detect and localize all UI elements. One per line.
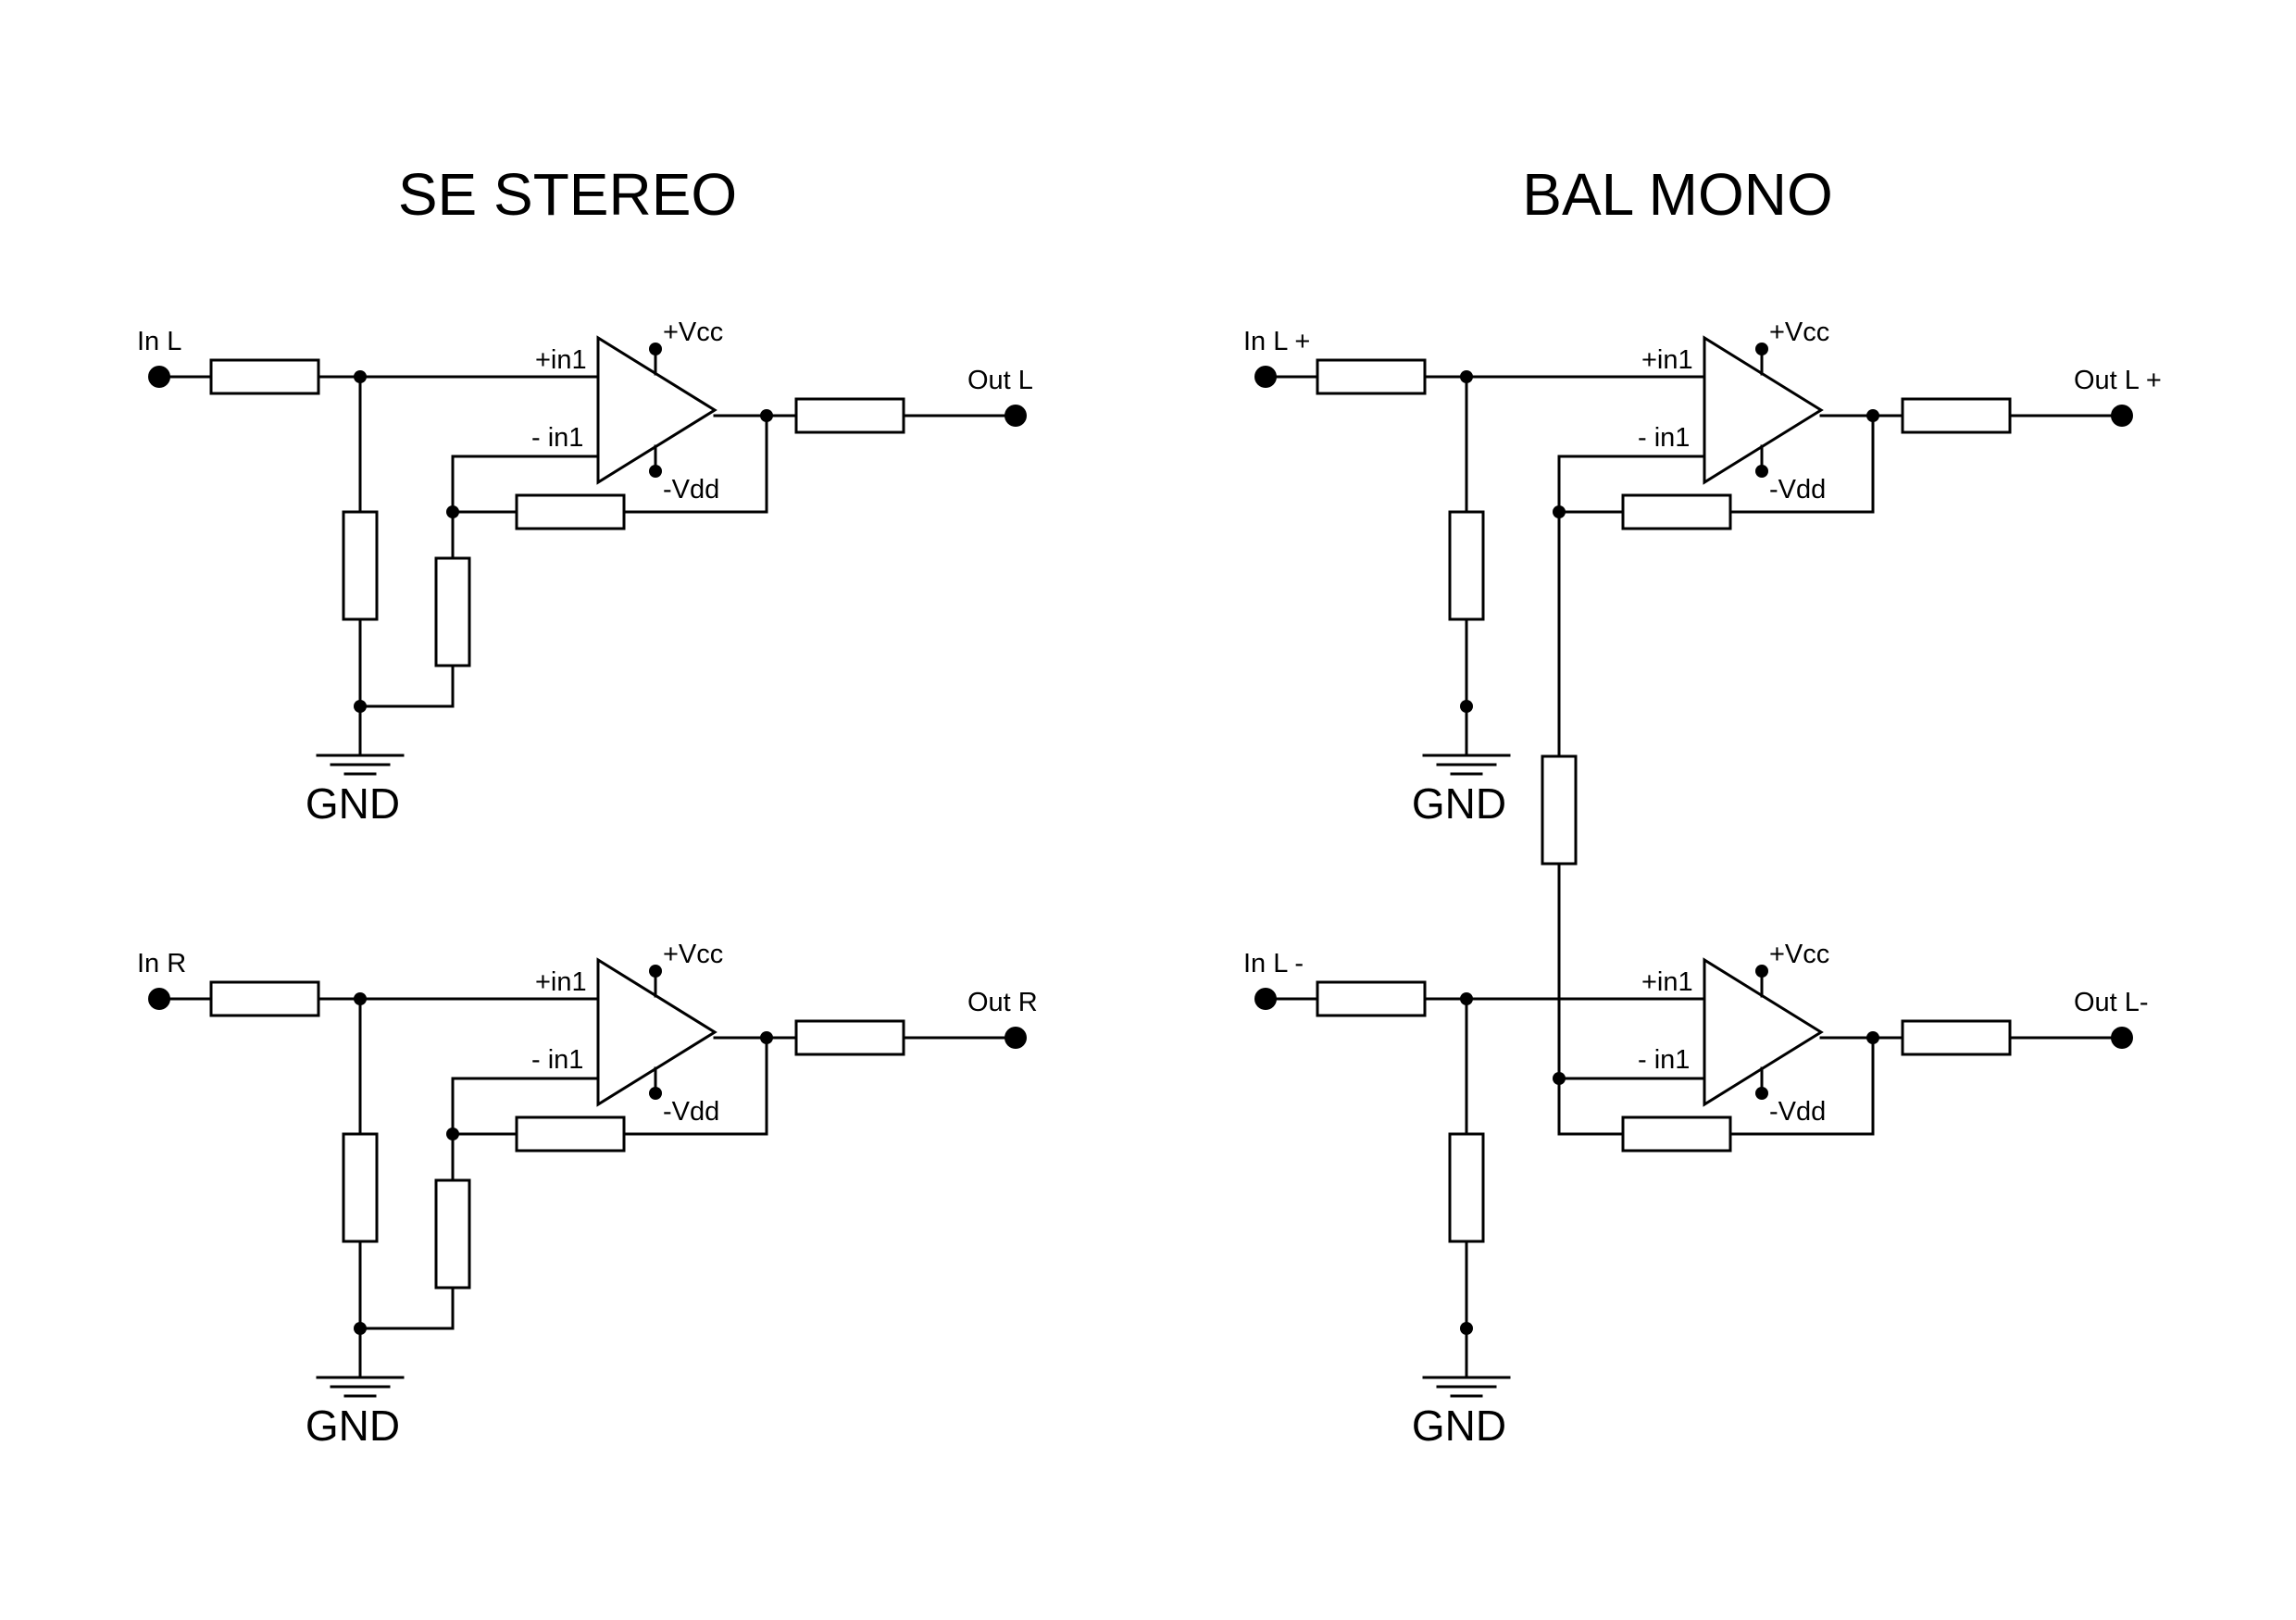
input-resistor <box>209 358 320 395</box>
vdd-label: -Vdd <box>1769 475 1826 505</box>
input-label-in-r: In R <box>137 949 186 978</box>
input-label-in-l-minus: In L - <box>1243 949 1304 978</box>
bridge-resistor <box>1541 754 1578 866</box>
output-resistor <box>794 1019 905 1056</box>
se-stereo-top-circuit <box>148 335 1027 776</box>
vcc-label: +Vcc <box>663 940 723 969</box>
vdd-label: -Vdd <box>663 475 719 505</box>
shunt-resistor <box>1448 510 1485 621</box>
input-resistor <box>1316 980 1427 1017</box>
minus-input-label: - in1 <box>1638 1045 1690 1075</box>
output-resistor <box>1901 397 2012 434</box>
title-bal-mono: BAL MONO <box>1522 161 1832 228</box>
input-label-in-l: In L <box>137 327 181 356</box>
input-resistor <box>1316 358 1427 395</box>
feedback-resistor <box>1621 493 1732 530</box>
bal-mono-bridge <box>1541 510 1578 1136</box>
feedback-resistor <box>515 1115 626 1153</box>
output-label-out-l-minus: Out L- <box>2074 988 2149 1017</box>
ground-resistor <box>434 1178 471 1290</box>
gnd-label: GND <box>1412 1402 1506 1450</box>
ground-symbol <box>316 1327 405 1398</box>
minus-input-label: - in1 <box>1638 423 1690 453</box>
input-resistor <box>209 980 320 1017</box>
output-label-out-l: Out L <box>967 366 1033 395</box>
feedback-resistor <box>1621 1115 1732 1153</box>
output-label-out-r: Out R <box>967 988 1038 1017</box>
ground-symbol <box>316 704 405 776</box>
shunt-resistor <box>342 510 379 621</box>
ground-resistor <box>434 556 471 667</box>
shunt-resistor <box>1448 1132 1485 1243</box>
vcc-label: +Vcc <box>1769 318 1829 347</box>
output-label-out-l-plus: Out L + <box>2074 366 2162 395</box>
plus-input-label: +in1 <box>1641 967 1693 997</box>
vcc-label: +Vcc <box>663 318 723 347</box>
bal-mono-bottom-circuit <box>1254 957 2133 1398</box>
vdd-label: -Vdd <box>1769 1097 1826 1127</box>
vcc-label: +Vcc <box>1769 940 1829 969</box>
plus-input-label: +in1 <box>535 345 587 375</box>
gnd-label: GND <box>306 779 400 828</box>
gnd-label: GND <box>306 1402 400 1450</box>
minus-input-label: - in1 <box>531 1045 583 1075</box>
title-se-stereo: SE STEREO <box>398 161 737 228</box>
se-stereo-bottom-circuit <box>148 957 1027 1398</box>
input-label-in-l-plus: In L + <box>1243 327 1310 356</box>
output-resistor <box>794 397 905 434</box>
output-resistor <box>1901 1019 2012 1056</box>
feedback-resistor <box>515 493 626 530</box>
vdd-label: -Vdd <box>663 1097 719 1127</box>
plus-input-label: +in1 <box>1641 345 1693 375</box>
bal-mono-top-circuit <box>1254 335 2133 776</box>
gnd-label: GND <box>1412 779 1506 828</box>
shunt-resistor <box>342 1132 379 1243</box>
minus-input-label: - in1 <box>531 423 583 453</box>
plus-input-label: +in1 <box>535 967 587 997</box>
